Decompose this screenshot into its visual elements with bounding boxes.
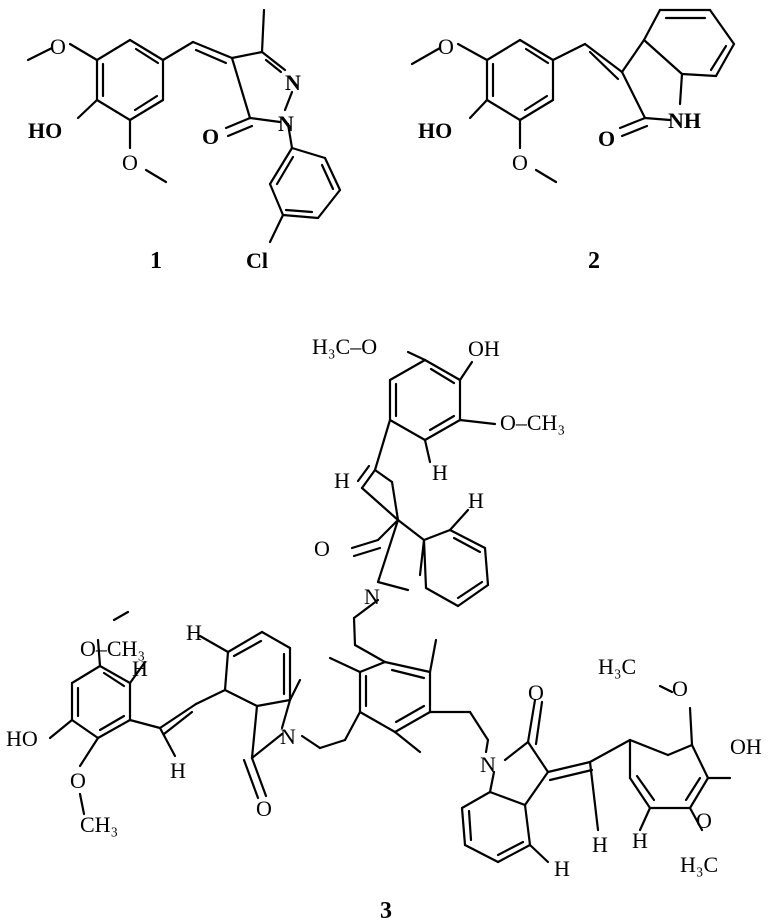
c3-atom-top-o-carbonyl: O: [314, 536, 330, 561]
c1-atom-ho: HO: [28, 118, 62, 143]
c3-atom-right-n: N: [480, 752, 496, 777]
c3-atom-right-o-carbonyl: O: [528, 680, 544, 705]
c3-atom-left-och3: O–CH₃: [80, 636, 145, 661]
compound-3-structure: [48, 350, 732, 864]
c3-atom-right-h3c-top: H₃C: [598, 654, 636, 679]
c3-atom-top-h-indole: H: [468, 488, 484, 513]
c3-atom-top-och3: O–CH₃: [500, 410, 565, 435]
c1-atom-o-top: O: [50, 34, 66, 59]
compound-2-structure: [410, 8, 736, 184]
c3-atom-top-oh: OH: [468, 336, 500, 361]
c1-atom-n2: N: [285, 70, 301, 95]
c3-atom-right-h-ring: H: [632, 828, 648, 853]
c3-atom-top-h-ring: H: [432, 460, 448, 485]
c2-atom-o-carbonyl: O: [598, 126, 615, 151]
c3-atom-right-oh: OH: [730, 734, 762, 759]
c1-atom-n1: N: [278, 111, 294, 136]
c1-atom-o-bottom: O: [122, 150, 138, 175]
c3-atom-right-h-indole: H: [554, 856, 570, 881]
c3-atom-top-ch3o: H₃C–O: [312, 334, 377, 359]
c3-atom-left-ho: HO: [6, 726, 38, 751]
c3-atom-left-n: N: [280, 724, 296, 749]
compound-3-label: 3: [380, 898, 392, 924]
c3-atom-right-o-bottom: O: [696, 808, 712, 833]
c3-atom-left-h-indole: H: [186, 620, 202, 645]
compound-1-label: 1: [150, 248, 162, 274]
c3-atom-right-h-vinyl: H: [592, 832, 608, 857]
c2-atom-ho: HO: [418, 118, 452, 143]
c1-atom-o-carbonyl: O: [202, 124, 219, 149]
c2-atom-o-top: O: [438, 34, 454, 59]
compound-1-structure: [26, 8, 342, 244]
c3-atom-left-ch3: CH₃: [80, 812, 118, 837]
c3-atom-top-h-vinyl: H: [334, 468, 350, 493]
c3-atom-left-h-ring: H: [132, 656, 148, 681]
compound-2-label: 2: [588, 248, 600, 274]
c3-atom-right-o-top: O: [672, 676, 688, 701]
c3-atom-right-h3c-bottom: H₃C: [680, 852, 718, 877]
c2-atom-nh: NH: [668, 108, 701, 133]
c3-atom-left-o-bottom: O: [70, 768, 86, 793]
c3-atom-top-n: N: [364, 584, 380, 609]
c3-atom-left-h-vinyl: H: [170, 758, 186, 783]
c3-atom-left-o-carbonyl: O: [256, 796, 272, 821]
c1-atom-cl: Cl: [246, 248, 268, 273]
c2-atom-o-bottom: O: [512, 150, 528, 175]
